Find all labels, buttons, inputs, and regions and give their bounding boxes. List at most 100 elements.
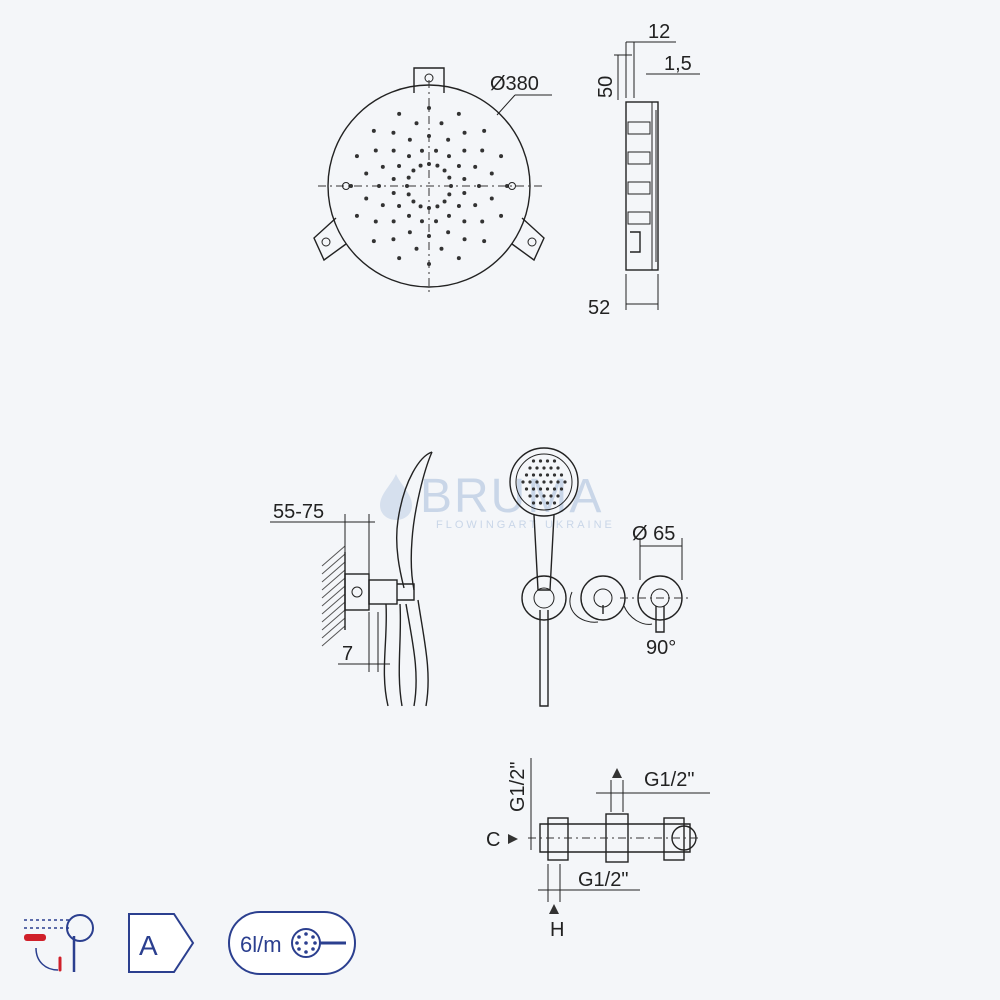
nozzle-pattern [349,106,509,266]
nozzle [391,176,396,181]
nozzle [391,191,396,196]
handshower-nozzle [552,487,557,491]
dim-50-label: 50 [595,76,617,98]
hatch-line [321,569,346,591]
diameter-leader [496,94,516,116]
rotation-arc-icon [35,947,59,971]
top-arrow-icon [612,768,622,778]
hatch-line [321,545,346,567]
handshower-nozzle [545,459,550,463]
nozzle [397,163,402,168]
badge-dot [304,950,308,954]
handshower-nozzle [552,473,557,477]
nozzle [377,184,381,188]
hose-loop-left [405,603,417,707]
wall-box [344,573,370,611]
bottom-arrow-icon [549,904,559,914]
handshower-nozzle [542,480,546,484]
hatch-line [321,561,346,583]
nozzle [462,130,467,135]
handshower-nozzle [528,480,532,484]
screw-left [342,182,350,190]
handshower-nozzle [535,494,539,498]
handshower-nozzle [531,487,536,491]
nozzle [477,184,481,188]
nozzle [373,219,378,224]
rotation-arrow-left [569,591,599,623]
handshower-nozzle [559,473,564,477]
nozzle [411,199,416,204]
energy-class-frame [128,913,195,973]
badge-dot [311,947,315,951]
nozzle [456,256,461,261]
handshower-nozzle [538,459,543,463]
hatch-line [321,585,346,607]
handshower-nozzle [552,501,557,505]
nozzle [380,203,385,208]
nozzle [391,219,396,224]
holder-side-view: 55-75 7 [270,451,433,707]
handshower-nozzle [531,501,536,505]
nozzle [439,246,444,251]
dim-5575-label: 55-75 [273,501,324,523]
nozzle [489,196,494,201]
nozzle [462,219,467,224]
nozzle [419,148,424,153]
badge-dot [304,941,308,945]
handshower-nozzles [521,459,567,505]
watermark: BRUMA FLOWINGART UKRAINE [380,470,615,531]
nozzle [397,256,402,261]
handshower-nozzle [563,480,567,484]
badge-dot [313,941,317,945]
nozzle [446,230,451,235]
dim-g12-top-label: G1/2" [644,769,694,791]
handshower-nozzle [535,480,539,484]
nozzle [447,175,452,180]
nozzle [456,163,461,168]
nozzle [447,213,452,218]
energy-class-label: A [139,930,158,961]
hatch-line [321,601,346,623]
wall-box-nut [351,586,363,598]
nozzle [418,163,423,168]
badge-dot [304,932,308,936]
nozzle [462,148,467,153]
flow-rate-label: 6l/m [240,932,282,957]
watermark-tagline: FLOWINGART UKRAINE [436,519,615,531]
nozzle [397,204,402,209]
badge-dot [295,941,299,945]
side-bracket [630,231,641,253]
hatch-line [321,609,346,631]
side-ribs [627,121,651,225]
side-rib [627,121,651,135]
nozzle [499,213,504,218]
nozzle [482,239,487,244]
handshower-handle [533,514,555,591]
nozzle [449,184,453,188]
handshower-nozzle [538,487,543,491]
handshower-nozzle [538,501,543,505]
handshower-nozzle [535,466,539,470]
handshower-nozzle [524,473,529,477]
nozzle [406,192,411,197]
mounting-hole-right [527,237,537,247]
nozzle [462,176,467,181]
handshower-head [509,447,579,517]
mounting-tab-right [511,217,545,262]
nozzle [447,192,452,197]
nozzle [371,128,376,133]
nozzle [427,162,431,166]
nozzle [354,154,359,159]
handshower-nozzle [528,494,532,498]
hatch-line [321,625,346,647]
handshower-nozzle [542,494,546,498]
handshower-nozzle [549,480,553,484]
nozzle [349,184,353,188]
nozzle [427,134,431,138]
hatch-line [321,577,346,599]
diameter-label: Ø380 [490,73,539,95]
rotation-label: 90° [646,637,676,659]
handshower-nozzle [521,480,525,484]
nozzle [405,184,409,188]
